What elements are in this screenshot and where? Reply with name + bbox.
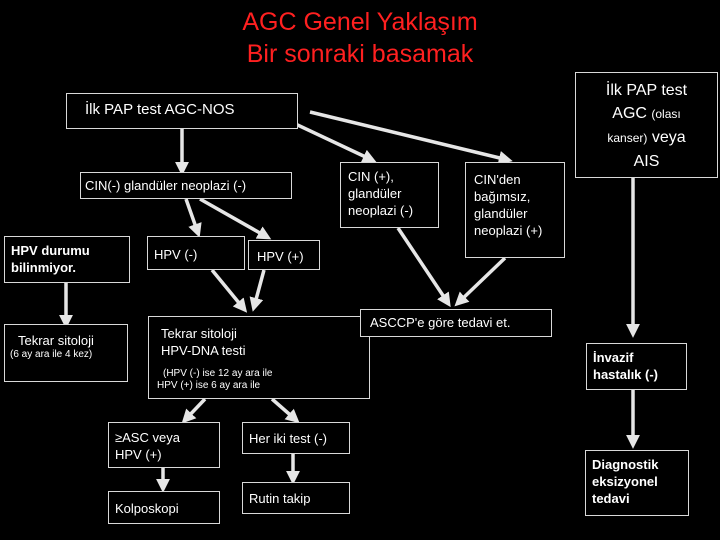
arrow-cinneg-to-hpvneg <box>184 198 202 238</box>
arrow-hpvneg-to-repeat <box>210 268 248 313</box>
node-initial-pap: İlk PAP test AGC-NOS <box>66 93 298 129</box>
arrow-cinindep-to-asccp <box>454 256 507 307</box>
arrow-repeat-to-bothneg <box>270 397 300 424</box>
node-repeat-cytology: Tekrar sitoloji (6 ay ara ile 4 kez) <box>4 324 128 382</box>
node-pap-agc-ais: İlk PAP test AGC (olası kanser) veya AIS <box>575 72 718 178</box>
arrow-cinneg-to-hpvpos <box>199 197 272 240</box>
node-hpv-unknown: HPV durumu bilinmiyor. <box>4 236 130 283</box>
title-line-2: Bir sonraki basamak <box>246 40 474 68</box>
node-cin-independent: CIN'den bağımsız, glandüler neoplazi (+) <box>465 162 565 258</box>
node-diagnostic-excision: Diagnostik eksizyonel tedavi <box>585 450 689 516</box>
node-asc-or-hpv: ≥ASC veya HPV (+) <box>108 422 220 468</box>
node-both-negative: Her iki test (-) <box>242 422 350 454</box>
node-routine-followup: Rutin takip <box>242 482 350 514</box>
interval-note: (HPV (-) ise 12 ay ara ile HPV (+) ise 6… <box>157 368 273 391</box>
node-repeat-cytology-hpv: Tekrar sitoloji HPV-DNA testi <box>148 316 370 399</box>
node-colposcopy: Kolposkopi <box>108 491 220 524</box>
arrow-cinpos-to-asccp <box>396 227 451 308</box>
node-hpv-negative: HPV (-) <box>147 236 245 270</box>
node-asccp-treatment: ASCCP'e göre tedavi et. <box>360 309 552 337</box>
arrow-repeat-to-asc <box>181 397 207 424</box>
node-hpv-positive: HPV (+) <box>248 240 320 270</box>
arrow-pap-to-cin-independent <box>309 110 513 165</box>
node-cin-negative: CIN(-) glandüler neoplazi (-) <box>80 172 292 199</box>
title-line-1: AGC Genel Yaklaşım <box>242 8 478 36</box>
node-cin-positive: CIN (+), glandüler neoplazi (-) <box>340 162 439 228</box>
node-invasive-negative: İnvazif hastalık (-) <box>586 343 687 390</box>
arrow-hpvpos-to-repeat <box>249 269 266 312</box>
